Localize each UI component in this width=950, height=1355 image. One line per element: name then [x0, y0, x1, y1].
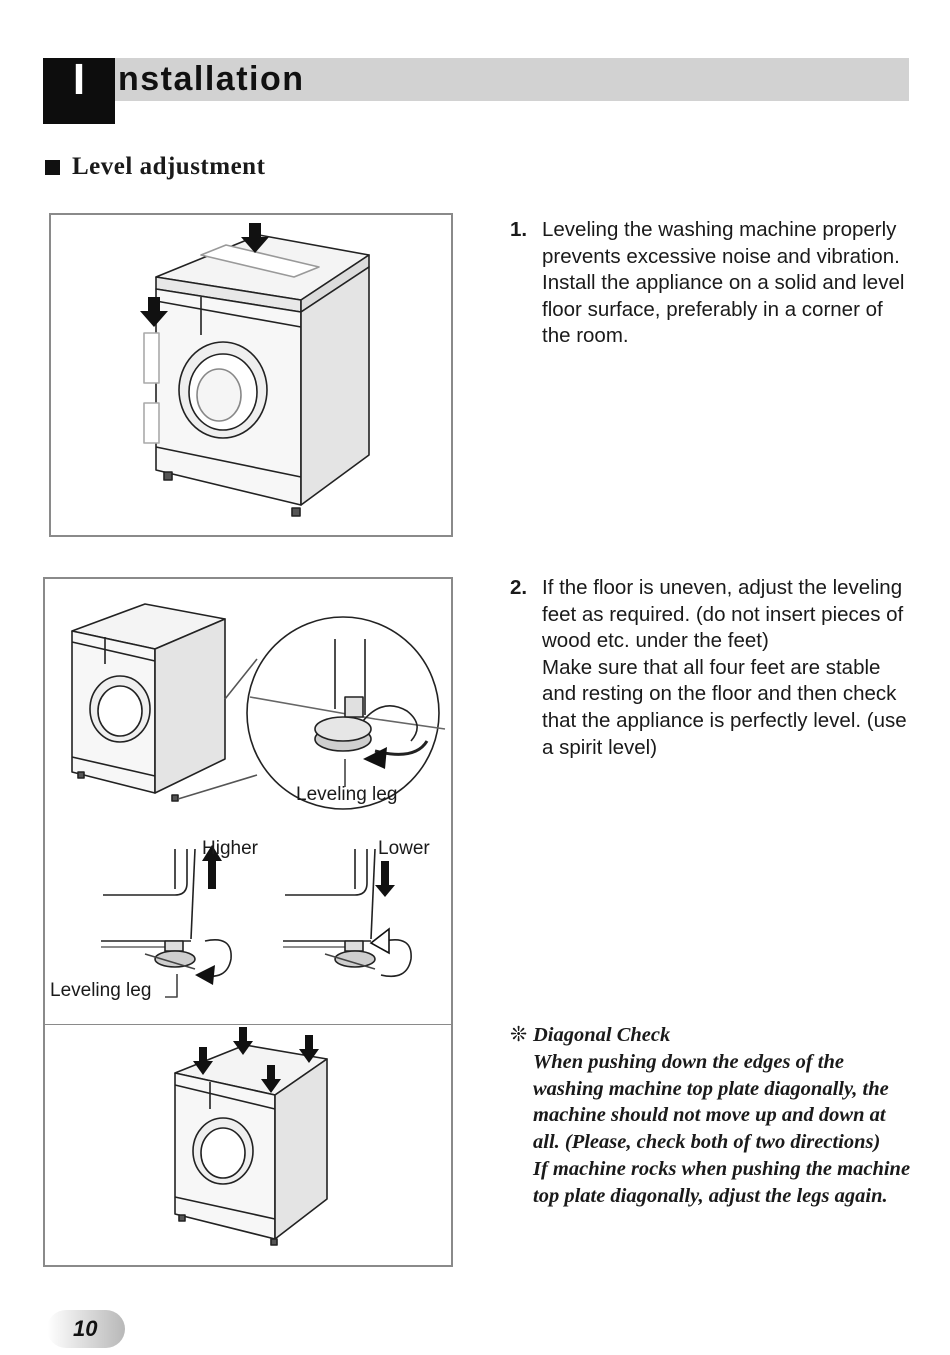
step-1-number: 1. [510, 218, 528, 241]
leveling-leg-bottom-label: Leveling leg [50, 980, 152, 1001]
step-2: 2. If the floor is uneven, adjust the le… [510, 575, 910, 761]
header-bar [43, 58, 909, 101]
step-1-line: prevents excessive noise and vibration. [542, 244, 900, 268]
lower-label: Lower [378, 838, 430, 859]
step-1-line: Install the appliance on a solid and lev… [542, 271, 905, 295]
bullet-square-icon [45, 159, 60, 175]
panel-divider [45, 1024, 451, 1025]
section-heading: Level adjustment [45, 150, 265, 184]
step-2-line: a spirit level) [542, 735, 658, 759]
diagonal-check-body: Diagonal Check When pushing down the edg… [533, 1022, 920, 1210]
page-title: nstallation [118, 60, 305, 98]
figure-leveling-legs: Leveling leg Higher Lower Leveling leg [43, 577, 453, 1267]
diagonal-check-note: ❊ Diagonal Check When pushing down the e… [510, 1022, 920, 1210]
page-number-pill [47, 1310, 125, 1348]
step-2-line: If the floor is uneven, adjust the level… [542, 576, 903, 599]
diagonal-check-line: washing machine top plate diagonally, th… [533, 1077, 889, 1100]
diagonal-check-line: If machine rocks when pushing the machin… [533, 1157, 911, 1180]
diagonal-check-line: machine should not move up and down at [533, 1104, 886, 1127]
page-number: 10 [73, 1316, 98, 1341]
step-2-line: and resting on the floor and then check [542, 682, 897, 706]
step-1-line: Leveling the washing machine properly [542, 218, 897, 241]
note-asterisk-icon: ❊ [510, 1024, 528, 1046]
step-2-line: wood etc. under the feet) [542, 629, 769, 653]
leveling-leg-zoom-label: Leveling leg [296, 784, 398, 805]
figure-level-install [49, 213, 453, 537]
step-1-line: the room. [542, 324, 629, 348]
page-number-badge: 10 [47, 1310, 125, 1348]
leveling-legs-illustration [71, 603, 446, 1246]
diagonal-check-line: all. (Please, check both of two directio… [533, 1131, 881, 1154]
step-2-text: If the floor is uneven, adjust the level… [542, 575, 910, 761]
step-2-line: that the appliance is perfectly level. (… [542, 708, 907, 732]
step-2-line: feet as required. (do not insert pieces … [542, 602, 904, 626]
diagonal-check-line: top plate diagonally, adjust the legs ag… [533, 1184, 888, 1207]
diagonal-check-title: Diagonal Check [533, 1024, 671, 1046]
diagonal-check-line: When pushing down the edges of the [533, 1050, 844, 1073]
step-1: 1. Leveling the washing machine properly… [510, 217, 910, 350]
header-initial-block: I [43, 58, 115, 124]
step-1-line: floor surface, preferably in a corner of [542, 297, 883, 321]
higher-label: Higher [202, 838, 258, 859]
step-2-line: Make sure that all four feet are stable [542, 655, 881, 679]
step-2-number: 2. [510, 576, 528, 599]
step-1-text: Leveling the washing machine properly pr… [542, 217, 910, 350]
washing-machine-illustration [140, 223, 370, 517]
header-initial: I [72, 55, 86, 104]
section-title: Level adjustment [72, 153, 266, 180]
